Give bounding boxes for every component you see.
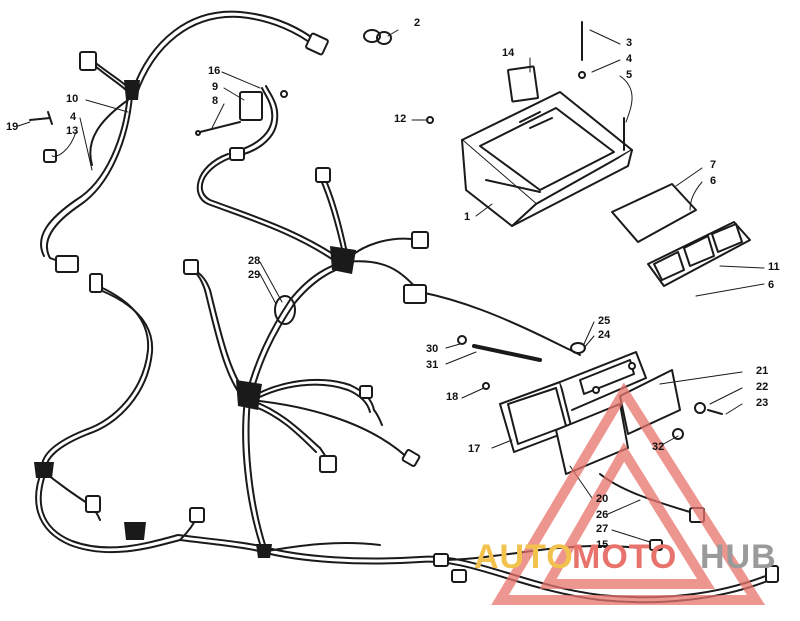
callout-22: 22 [756, 381, 769, 393]
callout-3: 3 [626, 37, 633, 49]
watermark-text-auto: AUTO [474, 538, 574, 576]
callout-17: 17 [468, 443, 481, 455]
callout-6-top: 6 [710, 175, 717, 187]
console-housing [461, 65, 633, 227]
callout-27: 27 [596, 523, 609, 535]
callout-1: 1 [464, 211, 471, 223]
callout-10: 10 [66, 93, 79, 105]
callout-31: 31 [426, 359, 439, 371]
callout-11: 11 [768, 261, 780, 273]
console-lens [647, 221, 751, 287]
callout-4-top: 4 [626, 53, 633, 65]
callout-4-left: 4 [70, 111, 77, 123]
callout-23: 23 [756, 397, 769, 409]
grommet-24 [570, 342, 586, 354]
callout-30: 30 [426, 343, 439, 355]
callout-25: 25 [598, 315, 611, 327]
callout-6-bottom: 6 [768, 279, 775, 291]
callout-24: 24 [598, 329, 611, 341]
callout-9: 9 [212, 81, 219, 93]
callout-19: 19 [6, 121, 19, 133]
callout-15: 15 [596, 539, 609, 551]
callout-32: 32 [652, 441, 665, 453]
callout-16: 16 [208, 65, 221, 77]
watermark-logo [491, 382, 766, 605]
callout-13: 13 [66, 125, 79, 137]
callout-2: 2 [414, 17, 421, 29]
console-plate [611, 183, 697, 243]
watermark-text-moto: MOTO [572, 538, 678, 576]
wire-31 [472, 344, 542, 362]
callout-8: 8 [212, 95, 219, 107]
watermark-text-hub: HUB [700, 538, 777, 576]
callout-20: 20 [596, 493, 609, 505]
voltage-module [195, 90, 288, 136]
callout-21: 21 [756, 365, 769, 377]
callout-7: 7 [710, 159, 717, 171]
callout-14: 14 [502, 47, 515, 59]
harness-junctions [34, 80, 356, 558]
fastener-19-13 [29, 111, 57, 163]
callout-5: 5 [626, 69, 633, 81]
wire-clip [274, 295, 296, 325]
callout-26: 26 [596, 509, 609, 521]
grommet-part [363, 29, 392, 45]
callout-18: 18 [446, 391, 459, 403]
callout-28: 28 [248, 255, 261, 267]
callout-29: 29 [248, 269, 261, 281]
harness-connectors [55, 32, 779, 583]
callout-12: 12 [394, 113, 407, 125]
